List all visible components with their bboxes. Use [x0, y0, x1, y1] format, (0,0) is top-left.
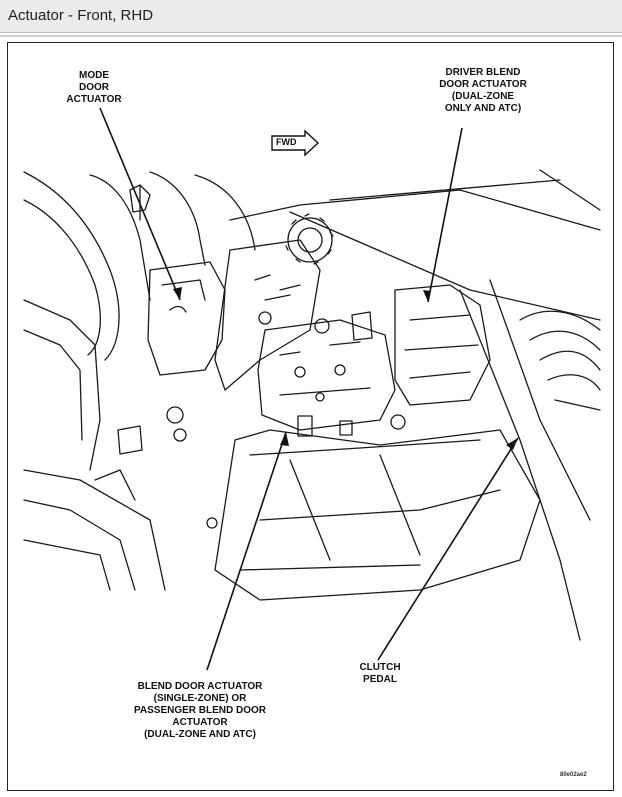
heater-box	[214, 429, 541, 601]
label-clutch-pedal: CLUTCH PEDAL	[359, 662, 401, 685]
label-blend-door-actuator: BLEND DOOR ACTUATOR (SINGLE-ZONE) OR PAS…	[133, 681, 267, 740]
mode-door-actuator	[147, 261, 226, 376]
label-mode-door-actuator: MODE DOOR ACTUATOR	[66, 70, 122, 105]
window-title: Actuator - Front, RHD	[8, 7, 154, 24]
label-fwd: FWD	[276, 137, 297, 147]
fwd-arrow-icon	[271, 129, 320, 157]
figure-code: 80e02ae2	[560, 772, 587, 778]
sprocket	[287, 217, 333, 263]
label-driver-blend-door-actuator: DRIVER BLEND DOOR ACTUATOR (DUAL-ZONE ON…	[439, 67, 527, 114]
driver-blend-door-actuator	[394, 284, 491, 406]
blend-door-actuator	[257, 319, 396, 431]
window-titlebar: Actuator - Front, RHD	[0, 0, 622, 33]
title-separator	[0, 35, 622, 37]
hose-outline	[23, 171, 120, 361]
